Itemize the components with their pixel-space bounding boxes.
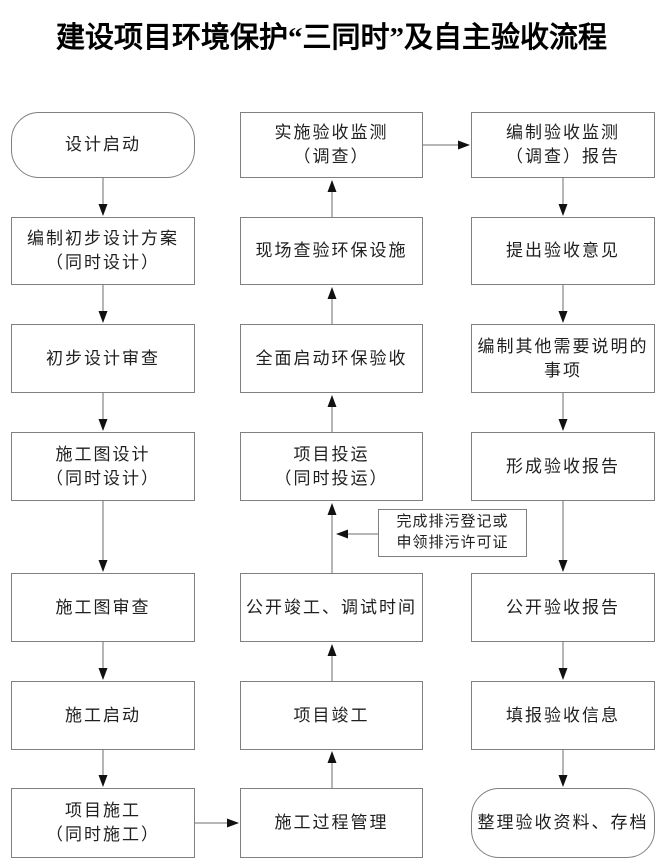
- node-pollution-permit: 完成排污登记或 申领排污许可证: [378, 509, 527, 557]
- node-construction-start: 施工启动: [11, 681, 195, 750]
- node-monitoring-report: 编制验收监测 （调查）报告: [471, 112, 655, 178]
- node-publicize-completion-time: 公开竣工、调试时间: [240, 573, 423, 642]
- node-construction-drawing-review: 施工图审查: [11, 573, 195, 642]
- node-construction-process-management: 施工过程管理: [240, 788, 423, 858]
- node-other-matters: 编制其他需要说明的 事项: [471, 324, 655, 393]
- node-acceptance-monitoring: 实施验收监测 （调查）: [240, 112, 423, 178]
- node-design-start: 设计启动: [11, 112, 195, 178]
- node-project-construction: 项目施工 （同时施工）: [11, 788, 195, 858]
- node-launch-env-acceptance: 全面启动环保验收: [240, 324, 423, 393]
- node-preliminary-design: 编制初步设计方案 （同时设计）: [11, 217, 195, 285]
- node-site-inspection: 现场查验环保设施: [240, 217, 423, 285]
- node-archive: 整理验收资料、存档: [471, 788, 655, 858]
- node-acceptance-opinion: 提出验收意见: [471, 217, 655, 285]
- node-fill-acceptance-info: 填报验收信息: [471, 681, 655, 750]
- node-project-completion: 项目竣工: [240, 681, 423, 750]
- node-preliminary-design-review: 初步设计审查: [11, 324, 195, 393]
- node-construction-drawing-design: 施工图设计 （同时设计）: [11, 432, 195, 501]
- node-publicize-acceptance-report: 公开验收报告: [471, 573, 655, 642]
- node-project-operation: 项目投运 （同时投运）: [240, 432, 423, 501]
- node-acceptance-report: 形成验收报告: [471, 432, 655, 501]
- page-title: 建设项目环境保护“三同时”及自主验收流程: [55, 22, 607, 54]
